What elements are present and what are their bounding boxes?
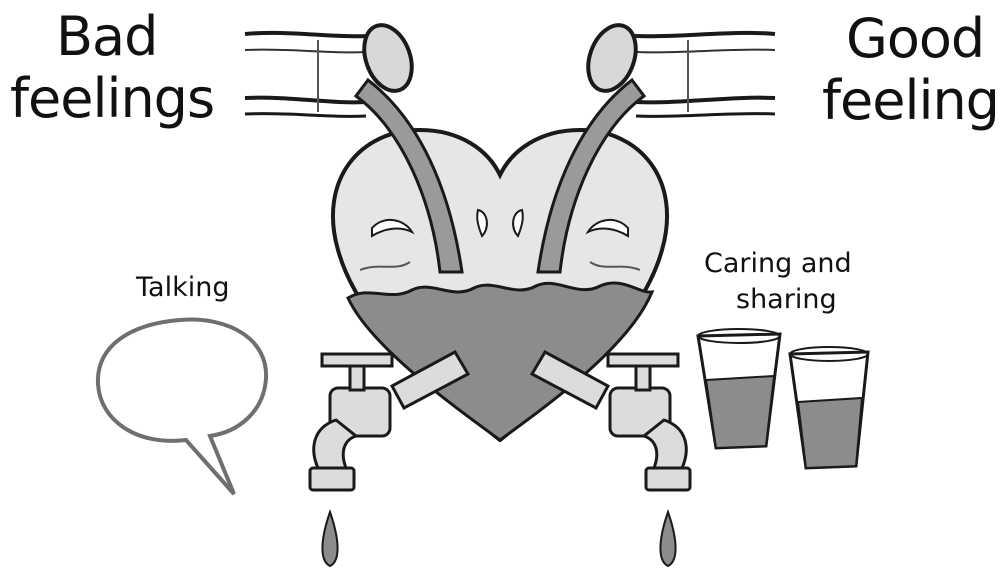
caring-label-line2: sharing [736, 286, 837, 313]
speech-bubble [98, 320, 266, 494]
glass-right [790, 347, 868, 468]
caring-label-line1: Caring and [704, 250, 852, 277]
right-tap [532, 352, 690, 490]
good-feelings-label-line2: feelings [822, 74, 1000, 128]
bad-feelings-label-line2: feelings [10, 72, 214, 126]
left-drop [322, 512, 337, 566]
right-drop [660, 512, 675, 566]
glass-left [698, 329, 780, 448]
bad-feelings-label-line1: Bad [56, 10, 157, 64]
left-tap [310, 352, 468, 490]
good-feelings-label-line1: Good [846, 12, 984, 66]
talking-label: Talking [136, 274, 229, 301]
